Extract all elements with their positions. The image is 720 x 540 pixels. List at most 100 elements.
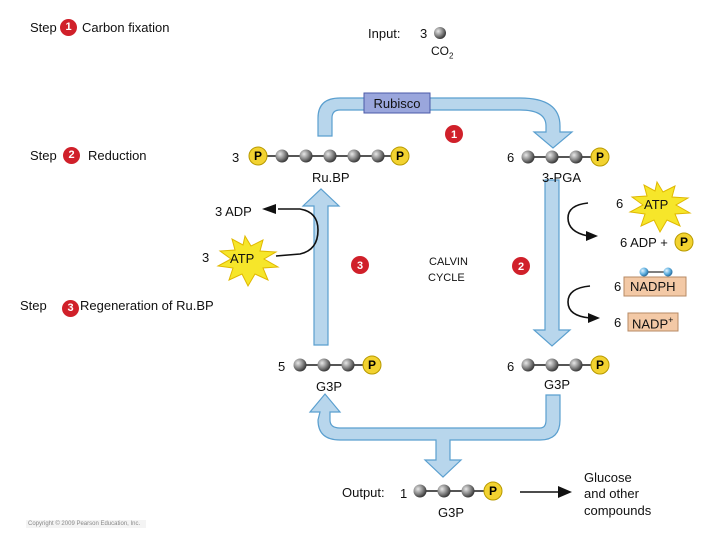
g3p-out-carbon-2 <box>437 484 451 498</box>
co2-name: CO <box>431 44 449 58</box>
step3-prefix: Step <box>20 298 47 313</box>
phosphate-rubp-left-label: P <box>254 149 262 163</box>
phosphate-pga <box>590 147 610 167</box>
marker-3 <box>351 256 369 274</box>
nadph-count: 6 <box>614 279 622 294</box>
g3p-right-carbon-2 <box>545 358 559 372</box>
step1-prefix: Step <box>30 20 57 35</box>
g3p-right-name: G3P <box>544 377 571 392</box>
g3p-right-carbon-1 <box>521 358 535 372</box>
atp-right-curve <box>567 202 589 237</box>
pga-carbon-2 <box>545 150 559 164</box>
phosphate-adp-right-label: P <box>680 235 688 249</box>
step3-badge: 3 <box>62 300 79 317</box>
step2-prefix: Step <box>30 148 57 163</box>
calvin-line1: CALVIN <box>429 256 468 268</box>
product-line3: compounds <box>584 503 652 518</box>
g3p-left-count: 5 <box>278 359 286 374</box>
phosphate-rubp-right <box>390 146 410 166</box>
svg-text:3: 3 <box>357 260 363 272</box>
step1-label: Carbon fixation <box>82 20 170 35</box>
top-arch-arrow <box>317 97 574 149</box>
g3p-out-carbon-3 <box>461 484 475 498</box>
nadp-sup: + <box>668 315 674 325</box>
g3p-right-carbon-3 <box>569 358 583 372</box>
adp-left-label: 3 ADP <box>215 204 252 219</box>
phosphates: P P P P P P P <box>248 146 694 501</box>
atp-burst-left <box>216 234 280 288</box>
carbon-balls <box>275 149 583 498</box>
cycle-markers: 1 2 3 <box>351 125 530 275</box>
nadp-name: NADP <box>632 316 669 332</box>
step2-badge: 2 <box>63 147 80 164</box>
phosphate-g3p-left-label: P <box>368 358 376 372</box>
rubp-carbon-5 <box>371 149 385 163</box>
step3-label: Regeneration of Ru.BP <box>80 298 214 313</box>
phosphate-pga-label: P <box>596 150 604 164</box>
g3p-left-carbon-2 <box>317 358 331 372</box>
step2-label: Reduction <box>88 148 147 163</box>
input-label: Input: <box>368 26 401 41</box>
arrowhead-adp-left <box>262 204 276 214</box>
rubp-name: Ru.BP <box>312 170 350 185</box>
pga-name: 3-PGA <box>542 170 582 185</box>
g3p-left-carbon-1 <box>293 358 307 372</box>
nadp-count: 6 <box>614 315 622 330</box>
atp-right-label: ATP <box>644 197 669 212</box>
nadph-h-left <box>639 267 649 277</box>
phosphate-g3p-right-label: P <box>596 358 604 372</box>
co2-subscript: 2 <box>449 51 454 61</box>
atp-right-count: 6 <box>616 196 624 211</box>
copyright-bg <box>26 520 146 528</box>
nadp-box <box>627 312 679 332</box>
bottom-arch-arrow <box>308 393 561 478</box>
co2-ball <box>434 27 446 39</box>
output-name: G3P <box>438 505 465 520</box>
rubp-carbon-4 <box>347 149 361 163</box>
copyright-text: Copyright © 2009 Pearson Education, Inc. <box>28 521 141 527</box>
atp-burst-right <box>628 180 692 234</box>
g3p-left-carbon-3 <box>341 358 355 372</box>
atp-left-label: ATP <box>230 251 255 266</box>
phosphate-rubp-left <box>248 146 268 166</box>
right-down-arrow <box>532 179 572 347</box>
phosphate-g3p-out-label: P <box>489 484 497 498</box>
co2-label: CO2 <box>431 44 453 60</box>
pga-carbon-3 <box>569 150 583 164</box>
g3p-out-carbon-1 <box>413 484 427 498</box>
svg-text:2: 2 <box>518 261 524 273</box>
rubp-carbon-1 <box>275 149 289 163</box>
output-label: Output: <box>342 485 385 500</box>
output-arrow <box>520 486 572 498</box>
phosphate-adp-right <box>674 232 694 252</box>
g3p-right-count: 6 <box>507 359 515 374</box>
nadph-box <box>623 276 687 297</box>
arrowhead-adp-right <box>586 231 598 241</box>
nadph-label: NADPH <box>630 279 676 294</box>
nadph-h-right <box>663 267 673 277</box>
arrowhead-nadp <box>588 313 600 323</box>
curved-arrows <box>275 202 591 319</box>
nadp-label: NADP+ <box>632 315 673 331</box>
product-line1: Glucose <box>584 470 632 485</box>
step1-badge: 1 <box>60 19 77 36</box>
curved-arrowheads <box>262 204 600 323</box>
pga-count: 6 <box>507 150 515 165</box>
rubisco-label: Rubisco <box>374 96 421 111</box>
marker-1 <box>445 125 463 143</box>
svg-text:1: 1 <box>451 129 457 141</box>
left-up-arrow <box>301 188 341 346</box>
marker-2 <box>512 257 530 275</box>
cycle-arrows <box>301 97 574 478</box>
phosphate-g3p-left <box>362 355 382 375</box>
phosphate-g3p-right <box>590 355 610 375</box>
rubp-carbon-3 <box>323 149 337 163</box>
input-count: 3 <box>420 26 428 41</box>
product-line2: and other <box>584 486 639 501</box>
phosphate-g3p-out <box>483 481 503 501</box>
output-count: 1 <box>400 486 408 501</box>
nadph-curve <box>567 285 591 319</box>
g3p-left-name: G3P <box>316 379 343 394</box>
pga-carbon-1 <box>521 150 535 164</box>
adp-right-label: 6 ADP + <box>620 235 668 250</box>
